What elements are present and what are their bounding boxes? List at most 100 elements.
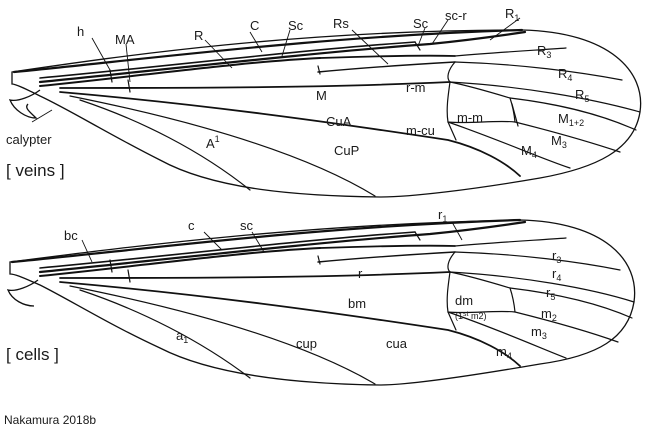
r-crossbar: [317, 61, 456, 73]
a1-vein: [79, 99, 251, 191]
leader-calypter: [31, 109, 53, 123]
label-r: R: [194, 28, 203, 43]
top-wing-labels: h MA R C Sc Rs Sc sc-r R1 R3 R4 R5 r-m M…: [6, 6, 589, 180]
label-c: C: [250, 18, 259, 33]
rm-crossvein: [447, 61, 456, 83]
b-m-vein: [59, 271, 451, 279]
label-m4-cell: m4: [496, 344, 512, 361]
r5-vein: [449, 81, 641, 113]
leader-h: [91, 37, 111, 71]
label-bm-cell: bm: [348, 296, 366, 311]
figure-credit: Nakamura 2018b: [4, 413, 96, 427]
label-rs: Rs: [333, 16, 349, 31]
r-stub: [317, 65, 321, 75]
label-r3: R3: [537, 43, 551, 60]
calypter-shape: [8, 89, 41, 119]
b-costa-vein: [10, 218, 522, 264]
label-r4: R4: [558, 66, 572, 83]
cup-vein: [69, 95, 376, 197]
label-c-cell: c: [188, 218, 195, 233]
label-r3-cell: r3: [552, 248, 561, 265]
m12-vein: [509, 97, 637, 131]
leader-sc: [281, 29, 291, 57]
m3-vein: [514, 121, 621, 153]
bottom-calypter-shape: [6, 279, 39, 307]
label-r4-cell: r4: [552, 266, 561, 283]
subcosta-vein: [39, 41, 416, 79]
label-m2-cell: m2: [541, 306, 557, 323]
b-mcu-crossvein: [447, 311, 457, 331]
m4-vein: [447, 121, 571, 169]
label-cua-cell: cua: [386, 336, 408, 351]
label-dm-note: (1st m2): [455, 311, 486, 321]
label-sc: Sc: [288, 18, 304, 33]
m-vein: [59, 81, 451, 89]
b-r5-vein: [449, 271, 635, 303]
b-m4-vein: [447, 311, 567, 359]
b-r-vein: [39, 247, 321, 277]
top-wing-outline: [11, 29, 642, 198]
b-rm-crossvein: [447, 251, 456, 273]
label-r-cell: r: [358, 266, 363, 281]
label-cup: CuP: [334, 143, 359, 158]
leader-c: [249, 31, 263, 53]
label-m: M: [316, 88, 327, 103]
bottom-wing: [6, 218, 636, 386]
label-m-cu: m-cu: [406, 123, 435, 138]
h-crossvein: [109, 69, 113, 83]
leader-r: [204, 39, 233, 69]
leader-c-cell: [203, 231, 223, 251]
b-r-crossbar: [317, 251, 456, 263]
ma-crossvein: [127, 79, 131, 93]
r-vein: [39, 57, 321, 87]
label-m-m: m-m: [457, 110, 483, 125]
label-h: h: [77, 24, 84, 39]
label-sc-second: Sc: [413, 16, 429, 31]
leader-ma: [125, 43, 131, 83]
b-h-crossvein: [109, 259, 113, 273]
label-m3: M3: [551, 133, 567, 150]
b-r-stub: [317, 255, 321, 265]
costa-vein: [12, 28, 524, 74]
label-a1: A1: [206, 134, 220, 151]
label-cup-cell: cup: [296, 336, 317, 351]
label-ma: MA: [115, 32, 135, 47]
scr-crossvein: [414, 41, 421, 51]
leader-sc2: [417, 27, 426, 47]
leader-bc: [81, 239, 93, 263]
b-scr-crossvein: [414, 231, 421, 241]
label-r5-cell: r5: [546, 285, 555, 302]
b-cua-vein: [59, 281, 521, 367]
label-m4: M4: [521, 143, 537, 160]
b-subcosta-vein: [39, 231, 416, 269]
b-m12-vein: [509, 287, 633, 319]
leader-r1-cell: [451, 221, 463, 241]
leader-scr: [431, 19, 449, 45]
label-bc: bc: [64, 228, 78, 243]
bottom-wing-outline: [9, 219, 636, 386]
label-dm-cell: dm: [455, 293, 473, 308]
label-r-m: r-m: [406, 80, 426, 95]
section-label-veins: [ veins ]: [6, 161, 65, 180]
label-m12: M1+2: [558, 111, 584, 128]
label-calypter: calypter: [6, 132, 52, 147]
leader-r1: [489, 17, 521, 41]
section-label-cells: [ cells ]: [6, 345, 59, 364]
b-ma-crossvein: [127, 269, 131, 283]
label-r5: R5: [575, 87, 589, 104]
top-wing: [8, 17, 642, 198]
rs-vein: [319, 54, 456, 59]
cua-vein: [59, 91, 521, 177]
r4-vein: [454, 61, 623, 81]
label-m3-cell: m3: [531, 324, 547, 341]
r3-vein: [454, 47, 567, 57]
bottom-wing-labels: bc c sc r1 r r3 r4 r5 bm dm (1st m2) m2 …: [6, 207, 561, 364]
label-a1-cell: a1: [176, 328, 188, 345]
mcu-crossvein: [447, 121, 457, 141]
b-a1-vein: [79, 289, 251, 379]
label-sc-r: sc-r: [445, 8, 467, 23]
b-r4-vein: [454, 251, 621, 271]
label-r1-cell: r1: [438, 207, 447, 224]
